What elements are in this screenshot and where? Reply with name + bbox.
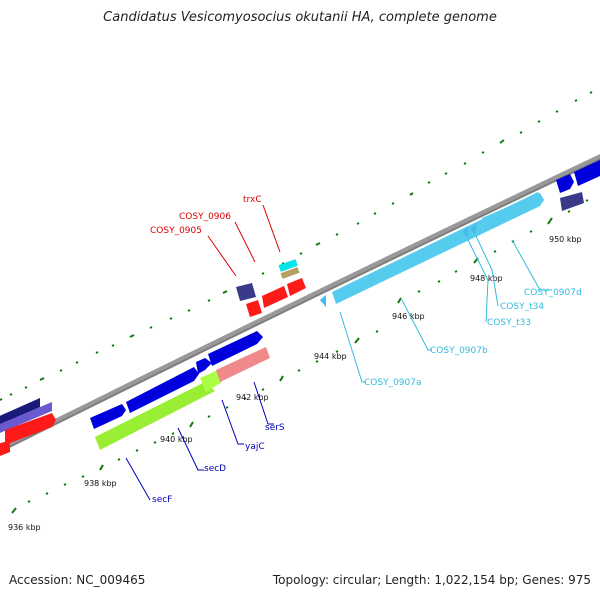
gene-label-cosy0907b[interactable]: COSY_0907b bbox=[430, 346, 488, 356]
topology-summary: Topology: circular; Length: 1,022,154 bp… bbox=[272, 573, 591, 587]
cds-forward-blue-2[interactable] bbox=[126, 367, 199, 413]
accession-text: Accession: NC_009465 bbox=[9, 573, 146, 587]
genome-backbone bbox=[0, 154, 600, 453]
label-leaders bbox=[125, 204, 552, 501]
kbp-label: 950 kbp bbox=[549, 235, 582, 244]
cds-secd[interactable] bbox=[200, 370, 222, 392]
gene-label-cosyt33[interactable]: COSY_t33 bbox=[487, 318, 531, 328]
cds-forward-navy-right[interactable] bbox=[556, 174, 574, 193]
cds-forward-navy[interactable] bbox=[0, 398, 40, 427]
gene-label-secd[interactable]: secD bbox=[204, 464, 226, 474]
kbp-label: 940 kbp bbox=[160, 435, 193, 444]
kbp-label: 936 kbp bbox=[8, 523, 41, 532]
rna-trxc-khaki[interactable] bbox=[280, 267, 300, 279]
rna-cosy0907d[interactable] bbox=[482, 193, 544, 230]
cds-yajc[interactable] bbox=[216, 347, 270, 382]
gene-label-secf[interactable]: secF bbox=[152, 495, 172, 505]
gene-label-cosy0907d[interactable]: COSY_0907d bbox=[524, 288, 582, 298]
kbp-labels: 936 kbp 938 kbp 940 kbp 942 kbp 944 kbp … bbox=[8, 235, 582, 532]
kbp-label: 948 kbp bbox=[470, 274, 503, 283]
cds-forward-blue-right[interactable] bbox=[574, 160, 600, 186]
map-title: Candidatus Vesicomyosocius okutanii HA, … bbox=[103, 10, 497, 25]
kbp-label: 946 kbp bbox=[392, 312, 425, 321]
outer-tick-track bbox=[0, 91, 593, 401]
cds-forward-lavender-right[interactable] bbox=[560, 192, 584, 211]
kbp-label: 938 kbp bbox=[84, 479, 117, 488]
cds-small-navy[interactable] bbox=[236, 283, 256, 301]
cds-forward-blue-3[interactable] bbox=[196, 358, 212, 374]
gene-label-yajc[interactable]: yajC bbox=[245, 442, 265, 452]
cds-forward-blue-1[interactable] bbox=[90, 404, 126, 429]
inner-tick-track bbox=[11, 199, 589, 514]
cds-reverse-left[interactable] bbox=[5, 413, 56, 445]
kbp-label: 944 kbp bbox=[314, 352, 347, 361]
forward-strand-features bbox=[0, 160, 600, 458]
reverse-strand-features bbox=[95, 192, 544, 450]
cds-forward-blue-4[interactable] bbox=[208, 331, 263, 366]
gene-label-cosyt34[interactable]: COSY_t34 bbox=[500, 302, 544, 312]
gene-label-sers[interactable]: serS bbox=[265, 423, 285, 433]
rna-cosyt33[interactable] bbox=[462, 226, 468, 238]
cds-reverse-0905[interactable] bbox=[246, 300, 262, 317]
rna-cosyt34[interactable] bbox=[470, 223, 476, 235]
cds-reverse-left-2[interactable] bbox=[0, 440, 10, 458]
gene-labels: trxC COSY_0906 COSY_0905 secF secD yajC … bbox=[150, 195, 582, 505]
cds-reverse-trxc[interactable] bbox=[287, 278, 306, 296]
gene-label-cosy0907a[interactable]: COSY_0907a bbox=[364, 378, 422, 388]
rna-cosy0907a[interactable] bbox=[320, 295, 326, 307]
rna-trxc-cyan[interactable] bbox=[278, 259, 298, 272]
cds-forward-lavender[interactable] bbox=[0, 402, 52, 435]
gene-label-trxc[interactable]: trxC bbox=[243, 195, 262, 205]
kbp-label: 942 kbp bbox=[236, 393, 269, 402]
gene-label-cosy0905[interactable]: COSY_0905 bbox=[150, 226, 202, 236]
cds-reverse-0906[interactable] bbox=[262, 286, 288, 308]
gene-label-cosy0906[interactable]: COSY_0906 bbox=[179, 212, 231, 222]
cds-secf[interactable] bbox=[95, 382, 215, 450]
